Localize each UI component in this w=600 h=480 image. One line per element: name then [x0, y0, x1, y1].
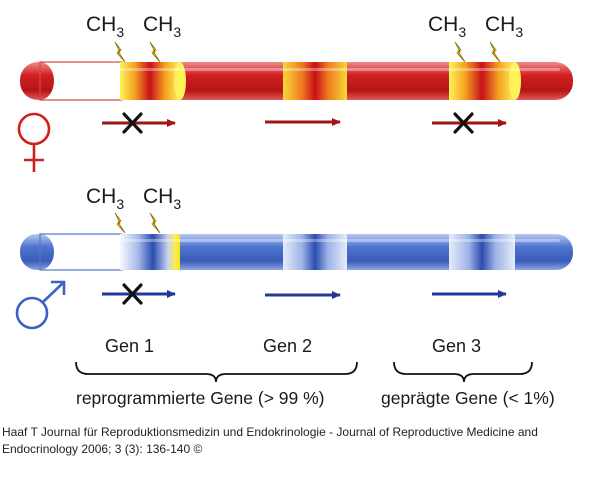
citation-caption: Haaf T Journal für Reproduktionsmedizin …: [2, 424, 598, 458]
female-expression-arrows: [102, 118, 507, 127]
lightning-icon: [114, 212, 126, 234]
lightning-icon: [149, 41, 161, 63]
svg-text:CH3: CH3: [485, 13, 523, 40]
svg-text:CH3: CH3: [143, 185, 181, 212]
gene-label-1: Gen 1: [105, 336, 154, 356]
cross-icon: [122, 283, 143, 305]
brace-imprinted: [393, 361, 533, 383]
male-expression-arrows: [102, 290, 507, 299]
male-chromosome: [20, 233, 573, 271]
svg-text:CH3: CH3: [86, 13, 124, 40]
cross-icon: [122, 112, 143, 134]
male-methyl-label-2: CH3: [143, 185, 181, 212]
svg-text:CH3: CH3: [428, 13, 466, 40]
male-gene2-band: [283, 234, 347, 270]
male-symbol-icon: [15, 280, 66, 330]
female-gene2-band: [283, 62, 347, 100]
female-methyl-label-3: CH3: [428, 13, 466, 40]
svg-text:CH3: CH3: [86, 185, 124, 212]
lightning-icon: [149, 212, 161, 234]
caption-line-2: Endocrinology 2006; 3 (3): 136-140 ©: [2, 442, 203, 456]
female-gene1-band: [120, 62, 180, 100]
male-methyl-label-1: CH3: [86, 185, 124, 212]
gene-label-2: Gen 2: [263, 336, 312, 356]
group-label-imprinted: geprägte Gene (< 1%): [381, 388, 555, 408]
diagram-canvas: CH3 CH3 CH3 CH3 CH3 CH3: [15, 13, 573, 408]
group-label-reprogrammed: reprogrammierte Gene (> 99 %): [76, 388, 325, 408]
lightning-icon: [454, 41, 466, 63]
female-methyl-label-1: CH3: [86, 13, 124, 40]
lightning-icon: [489, 41, 501, 63]
caption-line-1: Haaf T Journal für Reproduktionsmedizin …: [2, 425, 538, 439]
female-methyl-label-4: CH3: [485, 13, 523, 40]
gene-label-3: Gen 3: [432, 336, 481, 356]
male-gene3-band: [449, 234, 515, 270]
brace-reprogrammed: [75, 361, 358, 383]
female-symbol-icon: [17, 112, 51, 172]
imprinting-figure: CH3 CH3 CH3 CH3 CH3 CH3: [15, 13, 573, 408]
cross-icon: [453, 112, 474, 134]
male-gene1-band: [120, 234, 180, 270]
female-gene3-band: [449, 62, 515, 100]
female-methyl-label-2: CH3: [143, 13, 181, 40]
female-chromosome: [20, 61, 573, 101]
svg-text:CH3: CH3: [143, 13, 181, 40]
lightning-icon: [114, 41, 126, 63]
